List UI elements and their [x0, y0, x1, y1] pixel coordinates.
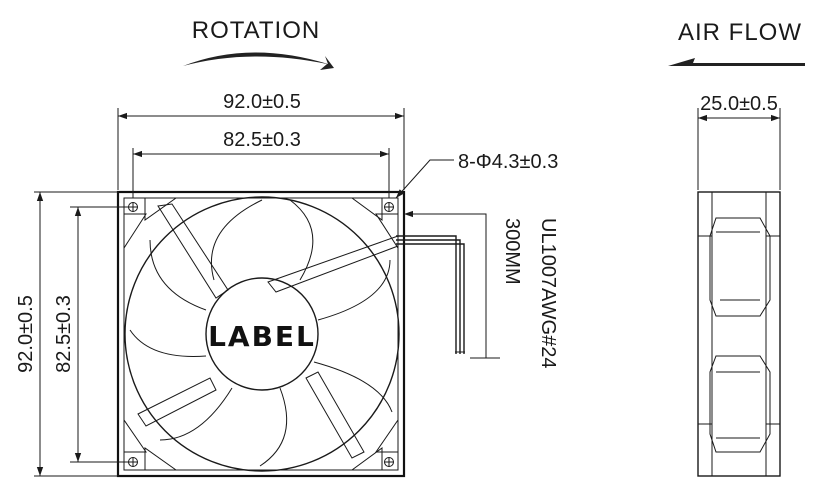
- cable: [396, 210, 500, 359]
- hole-spacing-width-label: 82.5±0.3: [223, 129, 301, 151]
- air-flow-title: AIR FLOW: [678, 19, 802, 46]
- hole-spacing-height-label: 82.5±0.3: [53, 295, 75, 373]
- fan-front-view: [116, 190, 406, 478]
- hub-label: LABEL: [208, 320, 316, 353]
- outer-height-label: 92.0±0.5: [15, 295, 37, 373]
- air-flow-arrow-icon: [668, 58, 805, 66]
- width-dimensions: [117, 108, 405, 198]
- cable-length-label: 300MM: [501, 218, 523, 285]
- mount-holes-label: 8-Φ4.3±0.3: [458, 151, 558, 173]
- rotation-arrow-icon: [183, 52, 334, 70]
- mount-hole-leader: [395, 159, 454, 199]
- outer-width-label: 92.0±0.5: [223, 91, 301, 113]
- fan-side-view: [697, 108, 781, 477]
- rotation-title: ROTATION: [192, 17, 320, 44]
- height-dimensions: [34, 191, 133, 477]
- cable-spec-label: UL1007AWG#24: [537, 218, 559, 368]
- depth-label: 25.0±0.5: [700, 93, 778, 115]
